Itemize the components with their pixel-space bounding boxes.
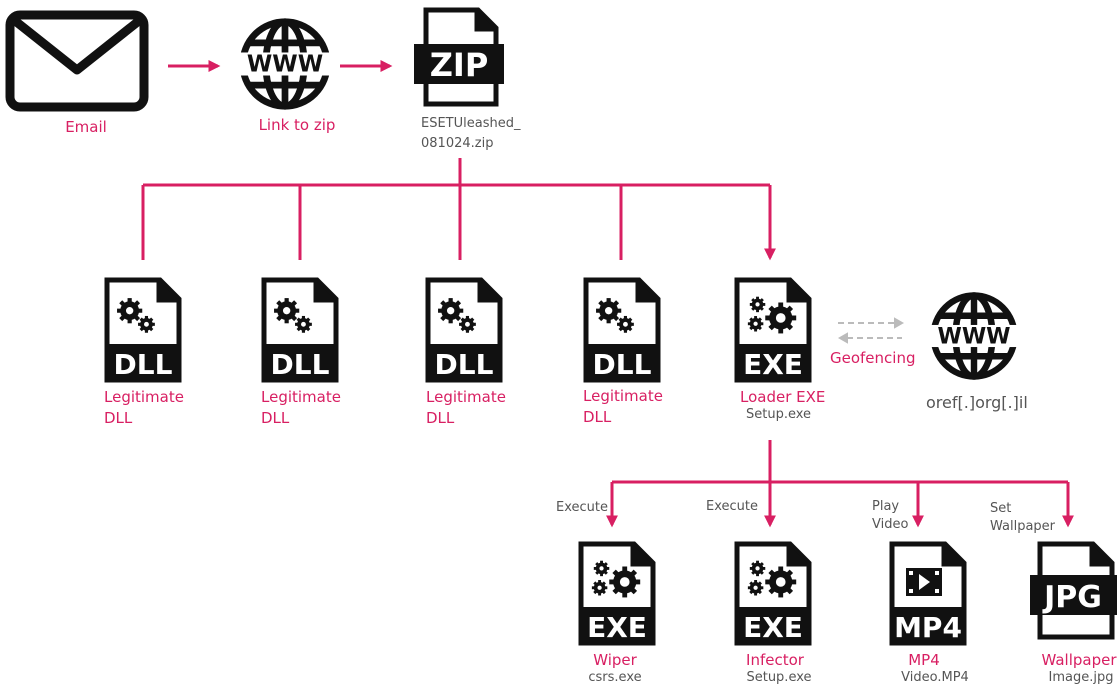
loader-label: Loader EXE [740, 388, 825, 406]
dll-badge: DLL [114, 348, 173, 381]
www-globe-icon [928, 296, 1020, 377]
jpg-file-icon: JPG [1030, 541, 1117, 640]
dll-badge: DLL [593, 348, 652, 381]
infector-filename: Setup.exe [746, 670, 811, 685]
mp4-label: MP4 [908, 651, 940, 669]
dll-label-line1: Legitimate [261, 388, 341, 406]
geofence-arrowhead-out [894, 317, 905, 329]
action-mp4-line1: Play [872, 499, 899, 514]
zip-filename-line2: 081024.zip [421, 136, 493, 151]
loader-exe-node: EXE Loader EXE Setup.exe [734, 277, 825, 422]
exe-badge: EXE [743, 348, 803, 381]
dll-badge: DLL [435, 348, 494, 381]
action-infector: Execute [706, 499, 758, 514]
email-label: Email [65, 118, 107, 136]
dll-label-line1: Legitimate [104, 388, 184, 406]
email-node: Email [5, 10, 149, 136]
dll-node-4: DLL Legitimate DLL [583, 277, 663, 426]
link-node: Link to zip [237, 22, 335, 134]
geofencing-label: Geofencing [830, 349, 916, 367]
wallpaper-filename: Image.jpg [1049, 670, 1114, 685]
dll-node-3: DLL Legitimate DLL [425, 277, 506, 427]
mp4-node: MP4 MP4 Video.MP4 [889, 541, 969, 685]
zip-node: ZIP ESETUleashed_ 081024.zip [414, 7, 521, 151]
zip-badge: ZIP [430, 46, 489, 84]
wiper-node: EXE Wiper csrs.exe [578, 541, 656, 685]
envelope-icon [5, 10, 149, 112]
exe-file-icon: EXE [734, 541, 812, 646]
dll-label-line1: Legitimate [583, 387, 663, 405]
infector-label: Infector [746, 651, 805, 669]
infector-node: EXE Infector Setup.exe [734, 541, 812, 685]
dll-file-icon: DLL [261, 277, 339, 383]
exe-badge: EXE [743, 611, 803, 644]
action-wallpaper-line2: Wallpaper [990, 519, 1056, 534]
zip-filename-line1: ESETUleashed_ [421, 116, 521, 131]
dll-node-2: DLL Legitimate DLL [261, 277, 341, 427]
dll-label-line2: DLL [261, 409, 290, 427]
mp4-file-icon: MP4 [889, 541, 967, 646]
link-label: Link to zip [259, 116, 336, 134]
film-play-icon [906, 568, 942, 596]
dll-file-icon: DLL [104, 277, 182, 383]
mp4-badge: MP4 [894, 611, 962, 644]
remote-server-node: oref[.]org[.]il [926, 296, 1028, 412]
dll-badge: DLL [271, 348, 330, 381]
dll-file-icon: DLL [425, 277, 503, 383]
loader-filename: Setup.exe [746, 407, 811, 422]
dll-label-line2: DLL [583, 408, 612, 426]
dll-label-line2: DLL [104, 409, 133, 427]
exe-file-icon: EXE [734, 277, 812, 383]
action-wallpaper-line1: Set [990, 501, 1011, 516]
wiper-label: Wiper [593, 651, 637, 669]
geofence-arrowhead-in [837, 332, 848, 344]
mp4-filename: Video.MP4 [901, 670, 969, 685]
zip-file-icon: ZIP [414, 7, 504, 107]
action-wiper: Execute [556, 500, 608, 515]
wallpaper-label: Wallpaper [1041, 651, 1117, 669]
dll-file-icon: DLL [583, 277, 661, 383]
wiper-filename: csrs.exe [588, 670, 641, 685]
jpg-badge: JPG [1042, 580, 1102, 615]
dll-node-1: DLL Legitimate DLL [104, 277, 184, 427]
www-globe-icon [237, 22, 333, 106]
exe-badge: EXE [587, 611, 647, 644]
dll-label-line2: DLL [426, 409, 455, 427]
wallpaper-node: JPG Wallpaper Image.jpg [1030, 541, 1117, 685]
action-mp4-line2: Video [872, 517, 908, 532]
dll-label-line1: Legitimate [426, 388, 506, 406]
remote-url: oref[.]org[.]il [926, 393, 1028, 412]
geofencing-arrows [837, 317, 905, 344]
exe-file-icon: EXE [578, 541, 656, 646]
connectors [141, 60, 1074, 528]
